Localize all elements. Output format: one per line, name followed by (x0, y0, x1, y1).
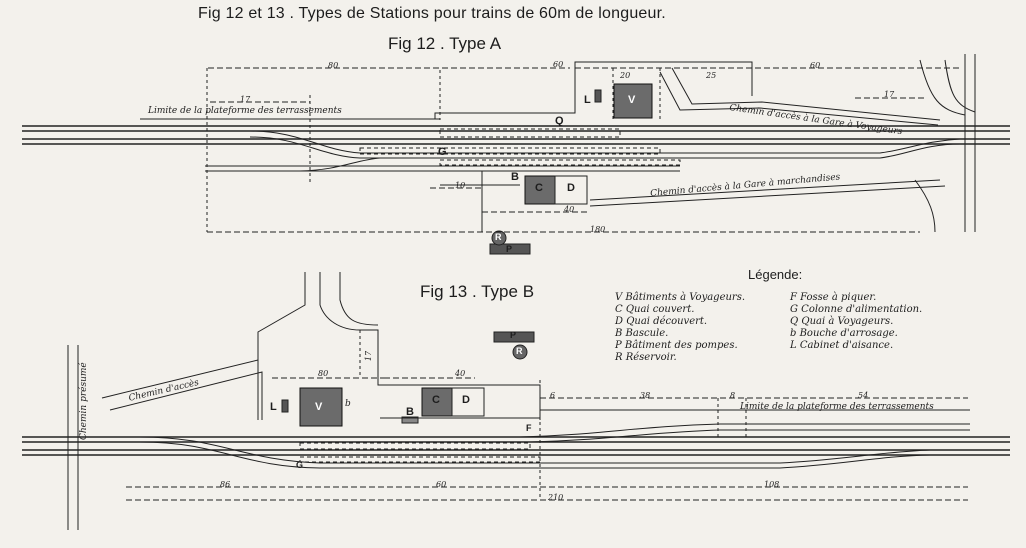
type-b-dim-108: 108 (764, 480, 780, 489)
type-b-bldg-B: B (406, 406, 414, 418)
legend-item: V Bâtiments à Voyageurs. (615, 292, 746, 303)
type-a-bldg-L: L (584, 94, 591, 106)
type-a-bldg-Q: Q (555, 115, 564, 127)
type-a-bldg-D: D (567, 182, 575, 194)
type-b-bldg-R: R (516, 346, 523, 356)
type-a-dim-17b: 17 (884, 90, 895, 99)
figure-12-title: Fig 12 . Type A (388, 34, 502, 53)
type-b-dim-40: 40 (455, 369, 466, 378)
legend-title: Légende: (748, 267, 803, 282)
type-b-limit-label: Limite de la plateforme des terrassement… (740, 402, 934, 412)
type-b-dim-54: 54 (858, 391, 869, 400)
type-a-dim-20: 20 (620, 71, 631, 80)
type-b-bldg-D: D (462, 394, 470, 406)
legend-right-column: F Fosse à piquer. G Colonne d'alimentati… (790, 292, 922, 352)
type-a-dim-60: 60 (553, 60, 564, 69)
type-b-bldg-C: C (432, 394, 440, 406)
legend-item: P Bâtiment des pompes. (615, 340, 738, 351)
legend-item: D Quai découvert. (615, 316, 708, 327)
type-b-bldg-P: P (510, 330, 517, 340)
type-b-bldg-b: b (345, 399, 351, 409)
legend-item: C Quai couvert. (615, 304, 695, 315)
type-b-dim-8: 8 (730, 391, 736, 400)
type-a-dim-17: 17 (240, 95, 251, 104)
type-b-bldg-F: F (526, 423, 532, 433)
type-a-bldg-B: B (511, 171, 519, 183)
type-a-plan (22, 54, 1010, 255)
type-b-dim-80: 80 (318, 369, 329, 378)
type-a-bldg-G: G (438, 146, 447, 158)
legend-item: F Fosse à piquer. (790, 292, 877, 303)
type-b-dim-60: 60 (436, 480, 447, 489)
type-b-dim-210: 210 (548, 493, 564, 502)
type-a-dim-25: 25 (706, 71, 717, 80)
figure-13-title: Fig 13 . Type B (420, 282, 535, 301)
type-b-dim-6: 6 (550, 391, 556, 400)
type-a-limit-label: Limite de la plateforme des terrassement… (148, 106, 342, 116)
type-b-plan (22, 272, 1010, 530)
legend-item: b Bouche d'arrosage. (790, 328, 898, 339)
type-a-dim-60b: 60 (810, 61, 821, 70)
type-b-bldg-G: G (296, 460, 304, 470)
type-a-dim-80: 80 (328, 61, 339, 70)
type-a-dim-180: 180 (590, 225, 606, 234)
drawing-title: Fig 12 et 13 . Types de Stations pour tr… (198, 5, 666, 22)
type-a-bldg-R: R (495, 232, 502, 242)
type-b-bldg-L: L (270, 401, 277, 413)
type-b-dim-38: 38 (640, 391, 651, 400)
type-a-dim-10: 10 (455, 181, 466, 190)
type-b-dim-17: 17 (364, 350, 374, 362)
legend-item: L Cabinet d'aisance. (790, 340, 894, 351)
type-a-bldg-C: C (535, 182, 543, 194)
legend-left-column: V Bâtiments à Voyageurs. C Quai couvert.… (615, 292, 745, 364)
legend-item: G Colonne d'alimentation. (790, 304, 923, 315)
type-b-dim-86: 86 (220, 480, 231, 489)
type-a-bldg-V: V (628, 94, 636, 106)
legend-item: B Bascule. (615, 328, 669, 339)
type-a-dim-40: 40 (564, 205, 575, 214)
legend-item: Q Quai à Voyageurs. (790, 316, 894, 327)
type-b-chemin-presume: Chemin présumé (79, 362, 89, 440)
type-b-bldg-V: V (315, 401, 323, 413)
type-a-bldg-P: P (506, 244, 513, 254)
legend-item: R Réservoir. (615, 352, 677, 363)
